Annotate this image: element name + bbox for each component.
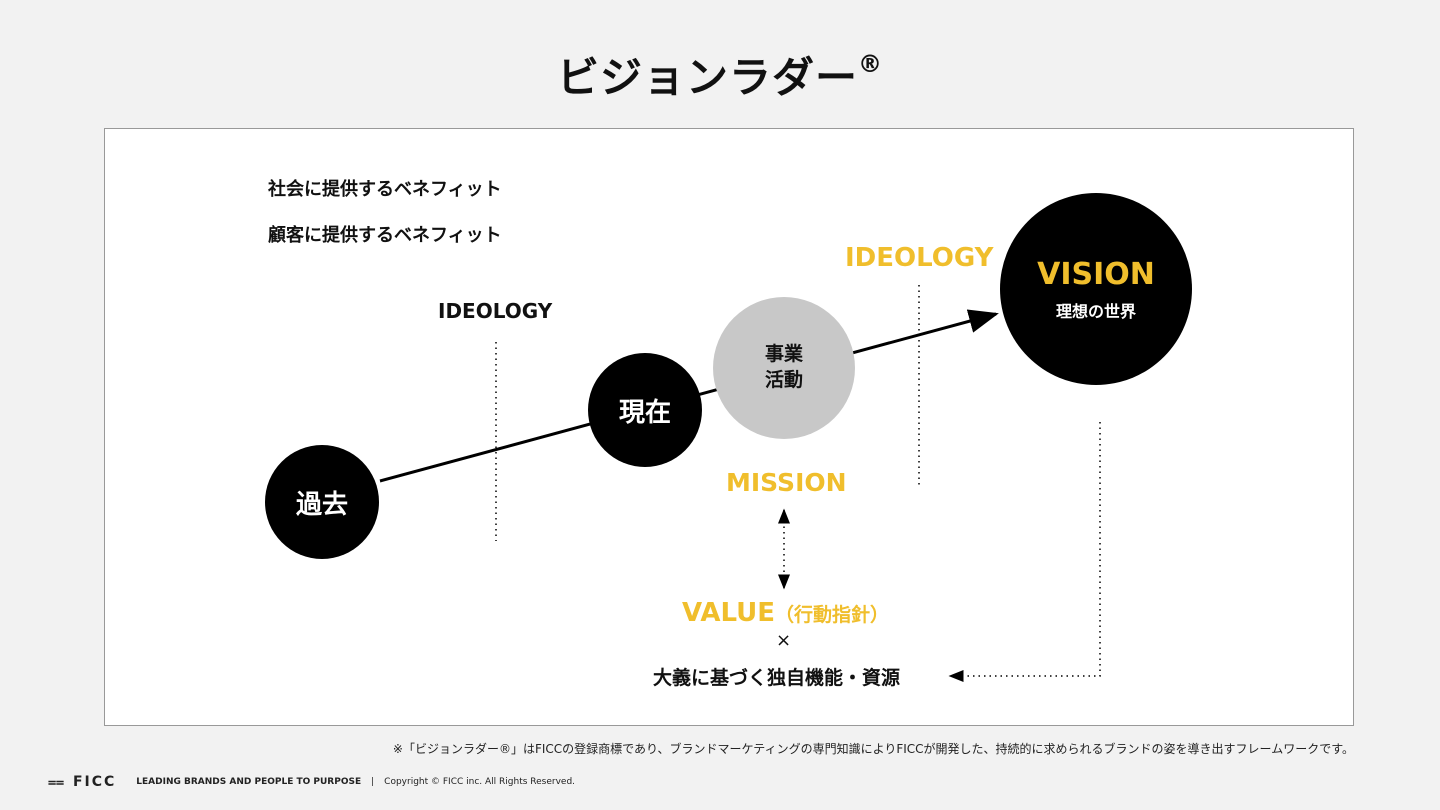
times-symbol: × [776,630,792,651]
page-title: ビジョンラダー® [556,50,883,102]
business-node: 事業活動 [713,297,855,439]
copyright: Copyright © FICC inc. All Rights Reserve… [384,777,576,787]
ficc-logo: ⩵ FICC [48,774,117,790]
ideology-left-label: IDEOLOGY [438,299,553,323]
trademark-note: ※「ビジョンラダー®」はFICCの登録商標であり、ブランドマーケティングの専門知… [392,742,1354,756]
footer: ⩵ FICC LEADING BRANDS AND PEOPLE TO PURP… [48,774,575,790]
registered-mark: ® [858,50,883,78]
past-node: 過去 [265,445,379,559]
tagline: LEADING BRANDS AND PEOPLE TO PURPOSE [136,777,362,787]
value-label: VALUE（行動指針） [682,598,890,628]
footer-divider: | [371,777,375,787]
resources-label: 大義に基づく独自機能・資源 [653,667,901,689]
ideology-right-label: IDEOLOGY [845,243,994,273]
society-benefit-label: 社会に提供するベネフィット [268,179,502,200]
mission-label: MISSION [726,468,847,497]
present-node: 現在 [588,353,702,467]
customer-benefit-label: 顧客に提供するベネフィット [268,225,502,246]
vision-resource-arrow [948,422,1101,682]
